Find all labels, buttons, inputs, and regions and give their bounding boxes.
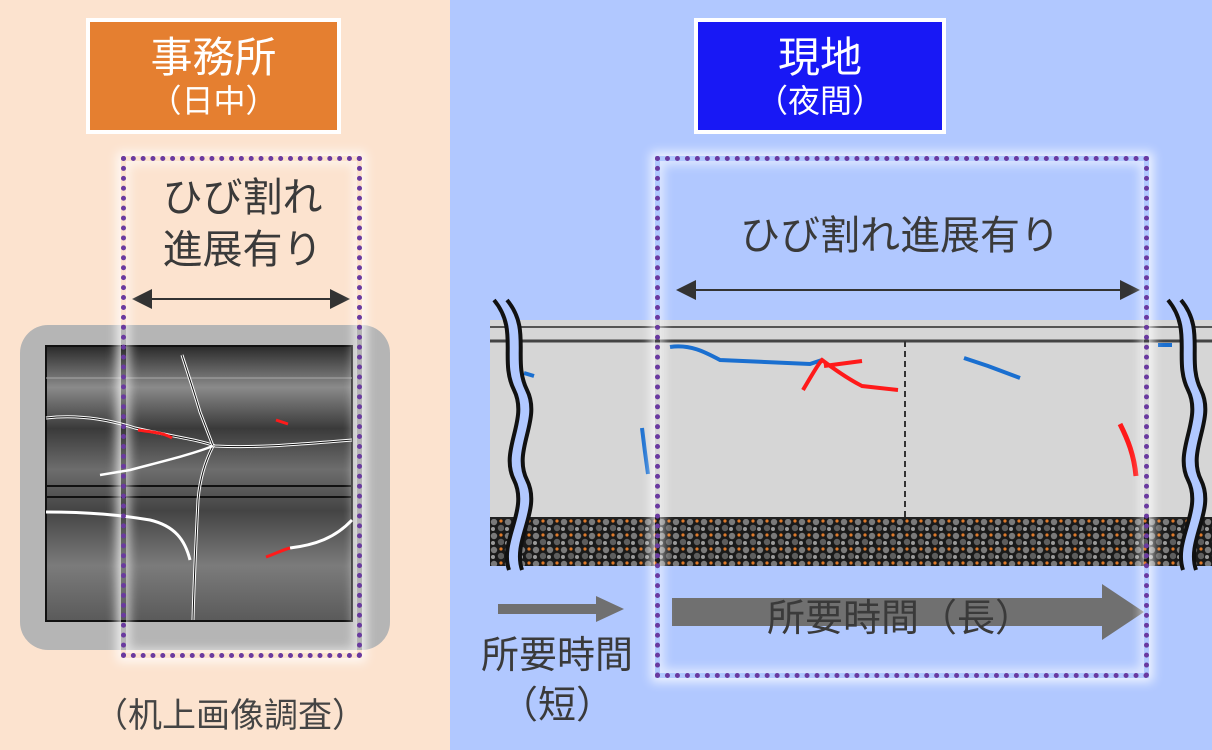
office-subtitle: （日中） [90,82,337,120]
office-title: 事務所 [90,34,337,82]
duration-short-label: 所要時間 （短） [462,630,652,730]
desk-survey-label: （机上画像調査） [40,690,420,742]
site-crack-label: ひび割れ進展有り [690,210,1110,262]
duration-short-line2: （短） [462,680,652,730]
office-crack-label-line1: ひび割れ [130,172,355,224]
office-crack-label-line2: 進展有り [130,224,355,276]
site-title-box: 現地 （夜間） [694,18,946,134]
right-arrow-icon [498,596,624,622]
duration-short-line1: 所要時間 [462,630,652,680]
site-title: 現地 [698,34,942,82]
office-crack-label: ひび割れ 進展有り [130,172,355,276]
site-subtitle: （夜間） [698,82,942,120]
office-title-box: 事務所 （日中） [86,18,341,134]
duration-long-label: 所要時間（長） [700,592,1100,644]
